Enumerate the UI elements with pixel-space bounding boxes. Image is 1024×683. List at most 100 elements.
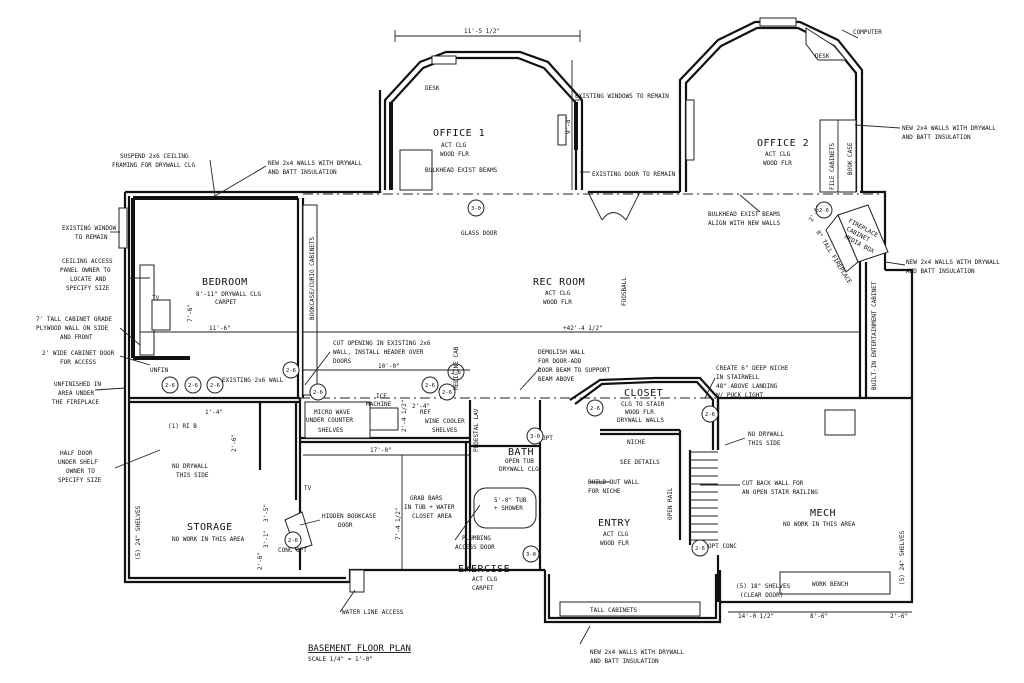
door-tag-label: 3-0 (471, 206, 481, 212)
note-shelves-right: (5) 24" SHELVES (899, 530, 906, 585)
bedroom-clg: 8'-11" DRYWALL CLG (196, 291, 261, 298)
bookcase-curio (302, 204, 318, 396)
office1-clg: ACT CLG (441, 142, 467, 149)
dim-angle-2: 2'-6" (231, 434, 238, 452)
door-tag-label: 2-6 (819, 208, 829, 214)
office1-flr: WOOD FLR (440, 151, 469, 158)
door-tag-bubble (438, 383, 456, 401)
office1-window (557, 114, 567, 146)
note-tall-cabinet-2: PLYWOOD WALL ON SIDE (36, 325, 109, 332)
plan-scale: SCALE 1/4" = 1'-0" (308, 656, 373, 663)
dim-kitchen-a: 2'-4 1/2" (401, 399, 408, 432)
note-niche: NICHE (627, 439, 645, 446)
note-plumbing-1: PLUMBING (462, 535, 491, 542)
note-unfinished-2: AREA UNDER (58, 390, 95, 397)
note-ice-2: MACHINE (366, 401, 392, 408)
interior-walls (118, 191, 912, 617)
note-microwave-2: UNDER COUNTER (306, 417, 353, 424)
note-shelves-mech-2: (CLEAR DOOR) (740, 592, 783, 599)
note-existing-window-1: EXISTING WINDOW (62, 225, 117, 232)
door-tag-label: 2-6 (695, 546, 705, 552)
work-bench-block (779, 571, 891, 595)
door-tag-bubble (691, 539, 709, 557)
ice-machine-block (369, 407, 399, 431)
note-shelves-left: (5) 24" SHELVES (135, 505, 142, 560)
office2-name: OFFICE 2 (757, 138, 809, 149)
note-ceiling-access-3: LOCATE AND (70, 276, 107, 283)
door-tag-bubble (161, 376, 179, 394)
office1-name: OFFICE 1 (433, 128, 485, 139)
note-microwave-1: MICRO WAVE (314, 409, 351, 416)
note-cut-back-1: CUT BACK WALL FOR (742, 480, 804, 487)
entry-name: ENTRY (598, 518, 631, 529)
door-tag-bubble (467, 199, 485, 217)
note-ceiling-access-4: SPECIFY SIZE (66, 285, 110, 292)
dim-storage-c: 2'-6" (257, 552, 264, 570)
storage-name: STORAGE (187, 522, 233, 533)
note-unfin: UNFIN (150, 367, 168, 374)
note-work-bench: WORK BENCH (812, 581, 849, 588)
door-tag-bubble (421, 376, 439, 394)
note-tub-2: + SHOWER (494, 505, 523, 512)
note-cut-opening-2: WALL, INSTALL HEADER OVER (333, 349, 424, 356)
note-ice-1: ICE (376, 393, 387, 400)
note-pedestal-lav: PEDESTAL LAV (473, 408, 480, 452)
note-cut-opening-3: DOORS (333, 358, 351, 365)
note-opt-conc: OPT CONC (708, 543, 737, 550)
dim-office1-depth: 9'-8" (565, 116, 572, 134)
note-desk1: DESK (425, 85, 440, 92)
mech-unit (824, 409, 856, 436)
dim-storage-b: 3'-5" (263, 504, 270, 522)
door-tag-label: 2-6 (165, 383, 175, 389)
note-bulkhead-align-2: ALIGN WITH NEW WALLS (708, 220, 781, 227)
note-conc-opt: CONC OPT (278, 547, 307, 554)
note-grab-bars-2: IN TUB + WATER (404, 504, 455, 511)
note-tall-cabinet-1: 7' TALL CABINET GRADE (36, 316, 112, 323)
tall-cabinets-block (559, 601, 701, 617)
note-half-door-1: HALF DOOR (60, 450, 93, 457)
note-grab-bars-1: GRAB BARS (410, 495, 443, 502)
note-niche-4: W/ PUCK LIGHT (716, 392, 763, 399)
bedroom-side-unit (151, 299, 171, 331)
rec-room-name: REC ROOM (533, 277, 585, 288)
door-tag-label: 2-6 (288, 538, 298, 544)
water-line-cab (349, 569, 365, 593)
note-bookcase-curio: BOOKCASE/CURIO CABINETS (309, 237, 316, 320)
note-demolish-1: DEMOLISH WALL (538, 349, 585, 356)
entry-clg: ACT CLG (603, 531, 629, 538)
note-unfinished-3: THE FIREPLACE (52, 399, 99, 406)
note-shelves-mech-1: (5) 18" SHELVES (736, 583, 791, 590)
office1-cabinet (399, 149, 433, 191)
door-tag-bubble (184, 376, 202, 394)
entry-flr: WOOD FLR (600, 540, 629, 547)
note-see-details: SEE DETAILS (620, 459, 660, 466)
leader-lines (94, 29, 906, 645)
dim-bottom-a: 14'-0 1/2" (738, 613, 774, 620)
note-ceiling-access-1: CEILING ACCESS (62, 258, 113, 265)
note-ri-b: (1) RI B (168, 423, 197, 430)
bedroom-name: BEDROOM (202, 277, 248, 288)
note-new-walls-bottom-1: NEW 2x4 WALLS WITH DRYWALL (590, 649, 684, 656)
office2-flr: WOOD FLR (763, 160, 792, 167)
note-book-case: BOOK CASE (847, 142, 854, 175)
note-desk2: DESK (815, 53, 830, 60)
closet-flr: WOOD FLR (625, 409, 654, 416)
office2-clg: ACT CLG (765, 151, 791, 158)
note-bulkhead: BULKHEAD EXIST BEAMS (425, 167, 498, 174)
note-shelves-r: SHELVES (432, 427, 458, 434)
dim-rec-width: +42'-4 1/2" (563, 325, 603, 332)
door-tag-label: 2-6 (442, 390, 452, 396)
note-hidden-1: HIDDEN BOOKCASE (322, 513, 377, 520)
note-ceiling-access-2: PANEL OWNER TO (60, 267, 111, 274)
closet-walls: DRYWALL WALLS (617, 417, 664, 424)
counter-block (304, 401, 371, 439)
note-niche-3: 48" ABOVE LANDING (716, 383, 778, 390)
note-tall-cabinets: TALL CABINETS (590, 607, 637, 614)
note-grab-bars-3: CLOSET AREA (412, 513, 452, 520)
tub (473, 487, 537, 529)
door-tag-bubble (282, 361, 300, 379)
door-tag-bubble (586, 399, 604, 417)
closet-clg: CLG TO STAIR (621, 401, 665, 408)
